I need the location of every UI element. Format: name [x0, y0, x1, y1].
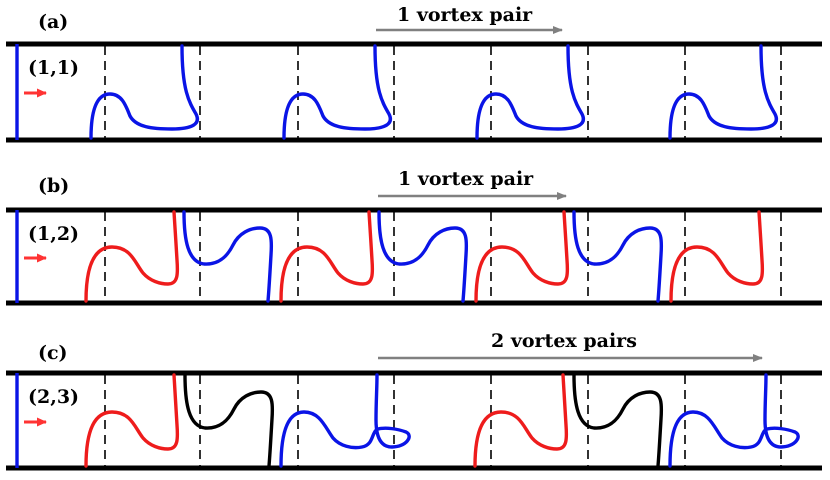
panel-c: (c) 2 vortex pairs (2,3) — [6, 330, 822, 471]
panel-b-curves — [84, 210, 765, 303]
panel-a: (a) 1 vortex pair (1,1) — [6, 4, 822, 143]
panel-c-red-curve-2 — [473, 373, 569, 468]
panel-b: (b) 1 vortex pair (1,2) — [6, 168, 822, 306]
panel-a-mode-label: (1,1) — [28, 57, 79, 79]
panel-a-curve-3 — [475, 44, 585, 140]
panel-c-black-curve-2 — [572, 373, 664, 468]
panel-b-blue-curve-1 — [182, 210, 274, 303]
panel-c-curves — [84, 373, 800, 468]
panel-b-red-curve-3 — [474, 210, 570, 303]
panel-b-blue-curve-2 — [377, 210, 469, 303]
panel-c-blue-curve-1 — [279, 373, 411, 468]
panel-b-blue-curve-3 — [572, 210, 664, 303]
panel-a-curve-2 — [282, 44, 392, 140]
panel-c-black-curve-1 — [183, 373, 275, 468]
panel-a-shift-label: 1 vortex pair — [397, 4, 533, 26]
panel-a-curves — [89, 44, 778, 140]
panel-a-gridlines — [104, 46, 782, 138]
panel-b-red-curve-2 — [279, 210, 375, 303]
panel-c-blue-curve-2 — [668, 373, 800, 468]
panel-b-label: (b) — [38, 175, 69, 197]
panel-a-curve-4 — [668, 44, 778, 140]
panel-a-label: (a) — [38, 11, 68, 33]
panel-c-red-curve-1 — [84, 373, 180, 468]
panel-a-curve-1 — [89, 44, 199, 140]
panel-c-label: (c) — [38, 342, 68, 364]
panel-c-gridlines — [104, 375, 782, 466]
panel-c-mode-label: (2,3) — [28, 386, 79, 408]
panel-b-shift-label: 1 vortex pair — [398, 168, 534, 190]
panel-c-shift-label: 2 vortex pairs — [491, 330, 637, 352]
panel-b-mode-label: (1,2) — [28, 223, 79, 245]
panel-b-red-curve-4 — [669, 210, 765, 303]
panel-b-red-curve-1 — [84, 210, 180, 303]
